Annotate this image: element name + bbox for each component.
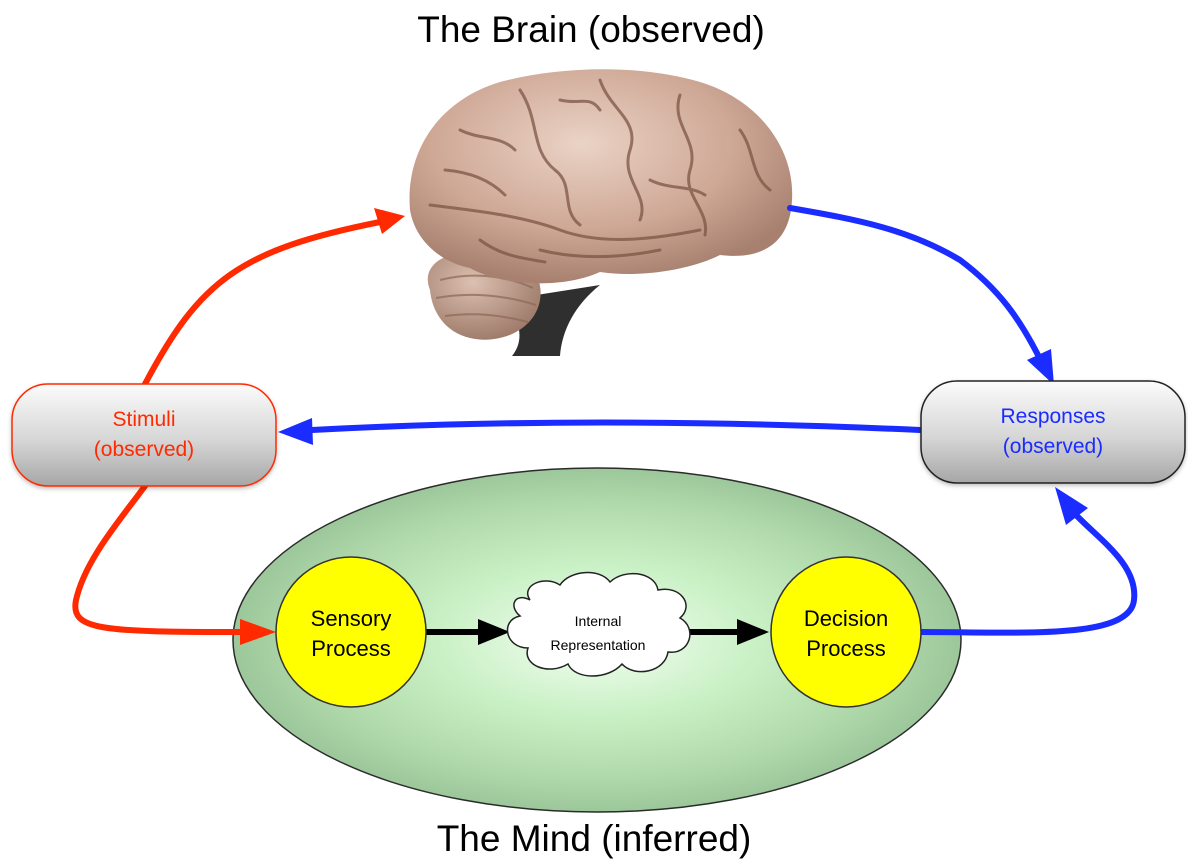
sensory-label: Sensory — [311, 606, 392, 631]
responses-sublabel: (observed) — [1003, 435, 1103, 458]
sensory-to-internal-arrow — [426, 619, 510, 645]
internal-to-decision-arrow — [686, 619, 769, 645]
brain-title: The Brain (observed) — [417, 9, 765, 50]
decision-sublabel: Process — [806, 636, 885, 661]
decision-to-responses-arrow — [919, 487, 1138, 636]
stimuli-sublabel: (observed) — [94, 438, 194, 461]
internal-label: Internal — [575, 613, 622, 629]
stimuli-to-brain-arrow — [142, 208, 405, 387]
decision-process-node — [770, 556, 922, 708]
stimuli-to-sensory-arrow — [72, 483, 276, 645]
brain-to-responses-arrow — [787, 205, 1054, 385]
responses-to-stimuli-arrow — [278, 418, 923, 445]
mind-title: The Mind (inferred) — [437, 818, 752, 859]
decision-label: Decision — [804, 606, 888, 631]
responses-box — [920, 380, 1186, 484]
stimuli-label: Stimuli — [112, 408, 175, 431]
internal-sublabel: Representation — [551, 637, 646, 653]
stimuli-box — [11, 383, 277, 487]
sensory-process-node — [275, 556, 427, 708]
brain-icon — [409, 69, 793, 356]
responses-label: Responses — [1000, 405, 1105, 428]
sensory-sublabel: Process — [311, 636, 390, 661]
internal-representation-cloud — [506, 571, 691, 677]
